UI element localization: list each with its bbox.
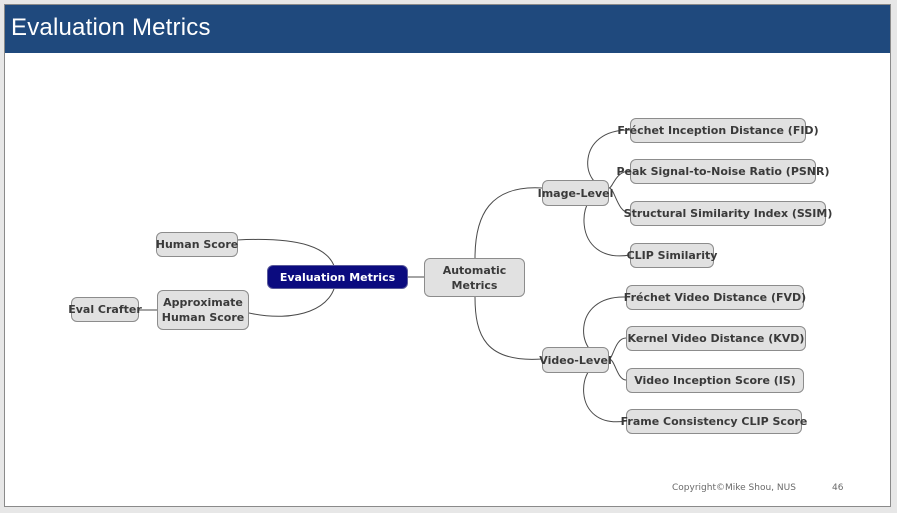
slide: Evaluation Metrics Human Score [4, 4, 891, 507]
node-fvd: Fréchet Video Distance (FVD) [624, 285, 806, 310]
connector-image-psnr [608, 170, 631, 189]
connector-automatic-image-level [474, 187, 543, 259]
node-frame-consistency: Frame Consistency CLIP Score [621, 409, 807, 434]
node-fid: Fréchet Inception Distance (FID) [617, 118, 819, 143]
node-approximate-human-score: Approximate Human Score [157, 290, 249, 330]
slide-title: Evaluation Metrics [11, 14, 211, 41]
node-ssim: Structural Similarity Index (SSIM) [624, 201, 832, 226]
title-bar: Evaluation Metrics [5, 5, 890, 53]
node-clip-similarity: CLIP Similarity [627, 243, 717, 268]
node-kvd: Kernel Video Distance (KVD) [626, 326, 806, 351]
node-image-level: Image-Level [538, 180, 613, 206]
node-video-level: Video-Level [539, 347, 612, 373]
connector-image-ssim [608, 187, 631, 214]
node-human-score: Human Score [156, 232, 238, 257]
connector-video-kvd [608, 337, 627, 360]
node-root-evaluation-metrics: Evaluation Metrics [267, 265, 408, 289]
node-video-is: Video Inception Score (IS) [626, 368, 804, 393]
node-automatic-metrics: Automatic Metrics [424, 258, 525, 297]
node-psnr: Peak Signal-to-Noise Ratio (PSNR) [616, 159, 830, 184]
copyright-text: Copyright©Mike Shou, NUS [672, 483, 796, 493]
connector-video-is [608, 358, 627, 381]
connector-automatic-video-level [474, 296, 543, 360]
node-eval-crafter: Eval Crafter [68, 297, 142, 322]
page-number: 46 [832, 483, 844, 493]
